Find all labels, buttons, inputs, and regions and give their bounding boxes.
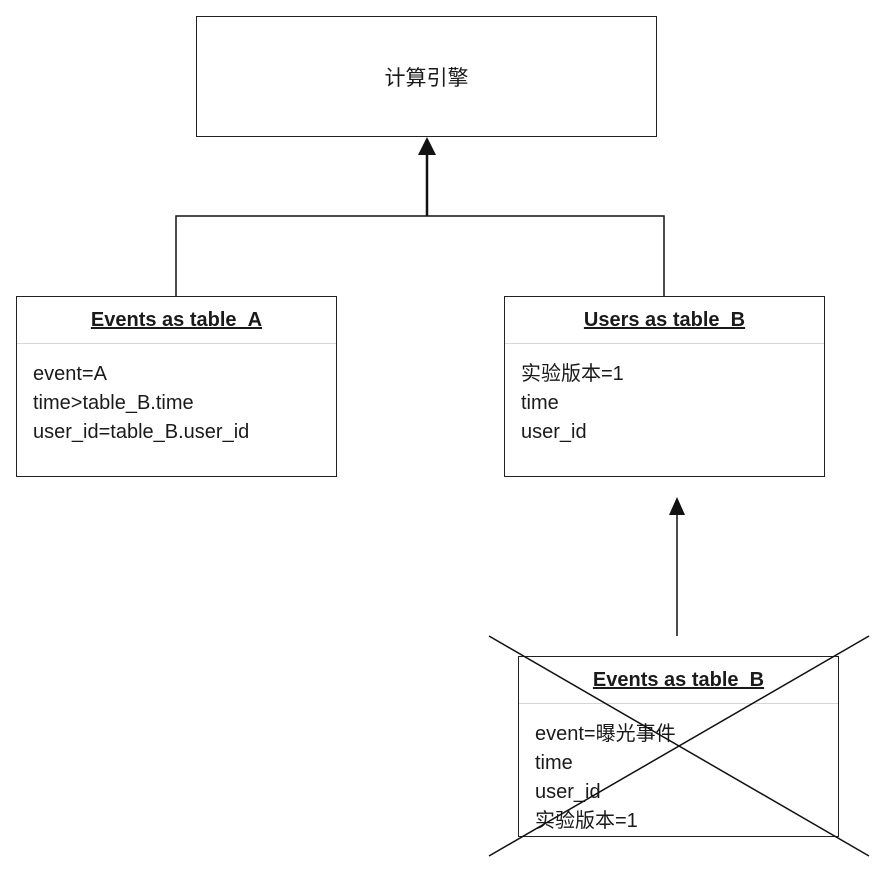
entity-field: user_id=table_B.user_id: [33, 421, 250, 443]
entity-title: Users as table_B: [505, 297, 824, 344]
entity-field: time: [535, 752, 573, 774]
entity-field: 实验版本=1: [521, 363, 624, 385]
entity-users-table-b: Users as table_B 实验版本=1 time user_id: [504, 296, 825, 477]
entity-field: time: [521, 392, 559, 414]
entity-events-table-a: Events as table_A event=A time>table_B.t…: [16, 296, 337, 477]
entity-field: user_id: [535, 781, 601, 803]
entity-field: user_id: [521, 421, 587, 443]
connector-table-b-users: [426, 215, 665, 296]
entity-fields: event=曝光事件 time user_id 实验版本=1: [519, 704, 838, 836]
arrowhead-users: [669, 497, 685, 515]
entity-title: Events as table_B: [519, 657, 838, 704]
entity-field: event=A: [33, 363, 107, 385]
entity-events-table-b: Events as table_B event=曝光事件 time user_i…: [518, 656, 839, 837]
entity-field: 实验版本=1: [535, 810, 638, 832]
entity-field: event=曝光事件: [535, 723, 676, 745]
compute-engine-label: 计算引擎: [384, 65, 469, 90]
entity-fields: 实验版本=1 time user_id: [505, 344, 824, 447]
entity-fields: event=A time>table_B.time user_id=table_…: [17, 344, 336, 447]
compute-engine-box: 计算引擎: [196, 16, 657, 137]
entity-title: Events as table_A: [17, 297, 336, 344]
connector-table-a: [175, 215, 426, 296]
entity-field: time>table_B.time: [33, 392, 194, 414]
arrowhead-engine: [418, 137, 436, 155]
